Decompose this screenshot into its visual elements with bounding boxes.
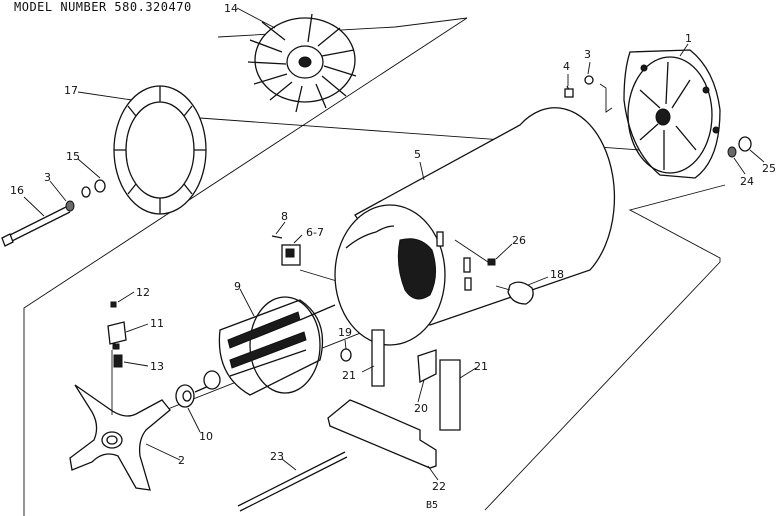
- callout-3-bolt: 3: [44, 171, 51, 184]
- callout-15: 15: [66, 150, 80, 163]
- cap-axis-line: [299, 269, 341, 283]
- callout-25: 25: [762, 162, 776, 175]
- callout-16: 16: [10, 184, 24, 197]
- callout-23: 23: [270, 450, 284, 463]
- callout-26: 26: [512, 234, 526, 247]
- callout-labels: 1 2 3 3 4 5 6-7 8 9 10 11 12 13 14 15 16…: [10, 2, 776, 493]
- callout-14: 14: [224, 2, 238, 15]
- leader-lines: [23, 7, 765, 481]
- brush-pieces: [107, 301, 127, 368]
- callout-18: 18: [550, 268, 564, 281]
- callout-19: 19: [338, 326, 352, 339]
- callout-9: 9: [234, 280, 241, 293]
- callout-13: 13: [150, 360, 164, 373]
- cooling-fan: [247, 13, 357, 113]
- callout-21-left: 21: [342, 369, 356, 382]
- fan-guard: [113, 85, 207, 215]
- callout-8: 8: [281, 210, 288, 223]
- callout-17: 17: [64, 84, 78, 97]
- end-bell-screws: [564, 75, 613, 113]
- callout-10: 10: [199, 430, 213, 443]
- end-bell-nuts: [727, 136, 752, 158]
- callout-20: 20: [414, 402, 428, 415]
- capacitor-clip: [271, 235, 301, 266]
- callout-21-right: 21: [474, 360, 488, 373]
- bracket: [417, 349, 437, 384]
- armature: [218, 296, 336, 396]
- callout-12: 12: [136, 286, 150, 299]
- callout-3-endbell: 3: [584, 48, 591, 61]
- callout-5: 5: [414, 148, 421, 161]
- terminal-screw: [454, 239, 496, 266]
- callout-1: 1: [685, 32, 692, 45]
- mounting-rod: [237, 451, 348, 512]
- washer: [340, 348, 352, 362]
- diagram-code-label: B5: [426, 500, 439, 511]
- callout-24: 24: [740, 175, 754, 188]
- callout-11: 11: [150, 317, 164, 330]
- through-bolt-assembly: [1, 179, 106, 247]
- callout-4: 4: [563, 60, 570, 73]
- brush-holder: [69, 350, 171, 491]
- bearing: [175, 370, 221, 408]
- base-plate: [327, 399, 437, 469]
- switch-knob: [495, 281, 534, 305]
- callout-22: 22: [432, 480, 446, 493]
- motor-housing: [334, 107, 616, 346]
- model-number-label: MODEL NUMBER 580.320470: [14, 0, 192, 14]
- callout-6-7: 6-7: [306, 226, 324, 239]
- callout-2: 2: [178, 454, 185, 467]
- end-bell: [623, 49, 721, 179]
